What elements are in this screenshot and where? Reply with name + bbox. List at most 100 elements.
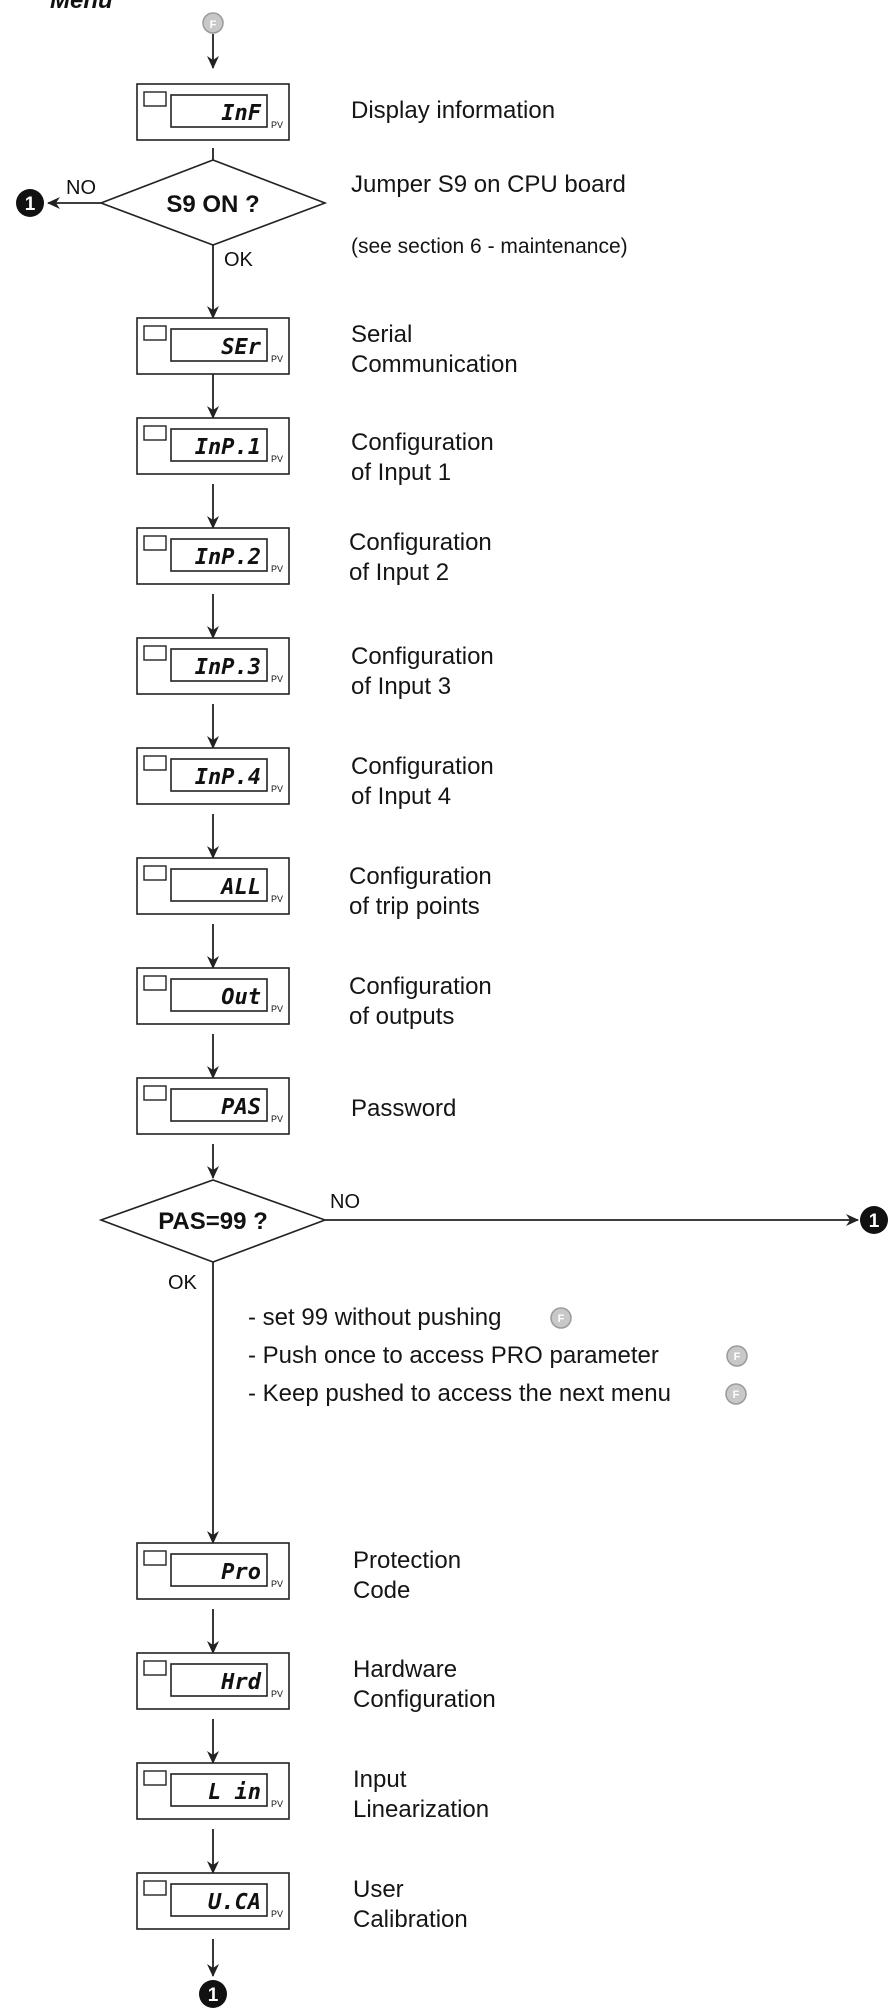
pv-label: PV xyxy=(271,354,283,364)
display-code: U.CA xyxy=(208,1890,261,1915)
label-line: Communication xyxy=(351,351,518,378)
decision-s9-ok: OK xyxy=(224,249,254,271)
label-input-4: Configuration of Input 4 xyxy=(351,752,494,812)
label-line: Configuration xyxy=(351,429,494,456)
label-user-calibration: User Calibration xyxy=(353,1875,468,1935)
label-trip-points: Configuration of trip points xyxy=(349,862,492,922)
display-code: InP.3 xyxy=(195,655,261,680)
note-line: Jumper S9 on CPU board xyxy=(351,171,626,198)
display-code: L in xyxy=(208,1780,261,1805)
label-line: Calibration xyxy=(353,1906,468,1933)
label-line: of trip points xyxy=(349,893,480,920)
menu-label: Menu xyxy=(50,0,113,14)
pv-label: PV xyxy=(271,564,283,574)
f-key-icon-3: F xyxy=(725,1383,747,1405)
led-indicator xyxy=(143,645,167,661)
display-screen xyxy=(170,1883,268,1917)
display-screen xyxy=(170,648,268,682)
label-line: Display information xyxy=(351,97,556,124)
pv-label: PV xyxy=(271,1799,283,1809)
label-line: Code xyxy=(353,1577,411,1604)
display-code: InP.2 xyxy=(195,545,261,570)
led-indicator xyxy=(143,975,167,991)
label-hardware: Hardware Configuration xyxy=(353,1655,496,1715)
display-screen xyxy=(170,978,268,1012)
display-screen xyxy=(170,428,268,462)
label-line: Password xyxy=(351,1095,457,1122)
label-line: Configuration xyxy=(349,863,492,890)
connector-node-bottom-label: 1 xyxy=(208,1985,219,2006)
f-key-letter-1: F xyxy=(558,1313,565,1325)
pv-label: PV xyxy=(271,1579,283,1589)
decision-s9-text: S9 ON ? xyxy=(166,191,259,218)
led-indicator xyxy=(143,865,167,881)
display-code: Hrd xyxy=(220,1670,261,1695)
label-input-2: Configuration of Input 2 xyxy=(349,528,492,588)
pv-label: PV xyxy=(271,454,283,464)
display-screen xyxy=(170,1553,268,1587)
instruction-line: - Keep pushed to access the next menu xyxy=(248,1380,671,1407)
label-input-1: Configuration of Input 1 xyxy=(351,428,494,488)
label-line: Linearization xyxy=(353,1796,490,1823)
decision-s9: S9 ON ? NO OK xyxy=(66,159,328,271)
f-key-letter-2: F xyxy=(734,1351,741,1363)
label-line: of Input 1 xyxy=(351,459,452,486)
label-input-3: Configuration of Input 3 xyxy=(351,642,494,702)
display-screen xyxy=(170,868,268,902)
pv-label: PV xyxy=(271,674,283,684)
label-line: Configuration xyxy=(353,1686,496,1713)
f-key-icon: F xyxy=(202,12,224,34)
display-uca: U.CA PV xyxy=(136,1872,290,1930)
label-line: Configuration xyxy=(349,973,492,1000)
pv-label: PV xyxy=(271,1909,283,1919)
pv-label: PV xyxy=(271,1004,283,1014)
label-line: Serial xyxy=(351,321,413,348)
pv-label: PV xyxy=(271,784,283,794)
decision-pas: PAS=99 ? NO OK xyxy=(98,1179,360,1294)
connector-node-bottom: 1 xyxy=(199,1980,227,2008)
note-section: (see section 6 - maintenance) xyxy=(351,232,628,262)
label-line: of Input 2 xyxy=(349,559,450,586)
display-lin: L in PV xyxy=(136,1762,290,1820)
label-serial: Serial Communication xyxy=(351,320,518,380)
label-password: Password xyxy=(351,1094,456,1124)
label-line: of Input 4 xyxy=(351,783,452,810)
label-linearization: Input Linearization xyxy=(353,1765,489,1825)
led-indicator xyxy=(143,1770,167,1786)
pv-label: PV xyxy=(271,894,283,904)
connector-node-left: 1 xyxy=(16,189,44,217)
instruction-line: - set 99 without pushing xyxy=(248,1304,502,1331)
led-indicator xyxy=(143,425,167,441)
display-code: InP.4 xyxy=(195,765,261,790)
decision-pas-no: NO xyxy=(330,1191,360,1213)
f-key-icon-2: F xyxy=(726,1345,748,1367)
f-key-letter-3: F xyxy=(733,1389,740,1401)
led-indicator xyxy=(143,535,167,551)
label-line: Input xyxy=(353,1766,407,1793)
instructions: - set 99 without pushing - Push once to … xyxy=(248,1303,671,1409)
led-indicator xyxy=(143,1085,167,1101)
label-line: Configuration xyxy=(351,643,494,670)
display-code: SEr xyxy=(221,335,261,360)
display-screen xyxy=(170,1663,268,1697)
display-screen xyxy=(170,1773,268,1807)
connectors xyxy=(47,34,859,1977)
display-screen xyxy=(170,1088,268,1122)
led-indicator xyxy=(143,325,167,341)
connector-node-left-label: 1 xyxy=(25,194,36,215)
label-line: User xyxy=(353,1876,404,1903)
decision-pas-text: PAS=99 ? xyxy=(158,1208,268,1235)
display-code: PAS xyxy=(221,1095,261,1120)
label-display-info: Display information xyxy=(351,96,555,126)
